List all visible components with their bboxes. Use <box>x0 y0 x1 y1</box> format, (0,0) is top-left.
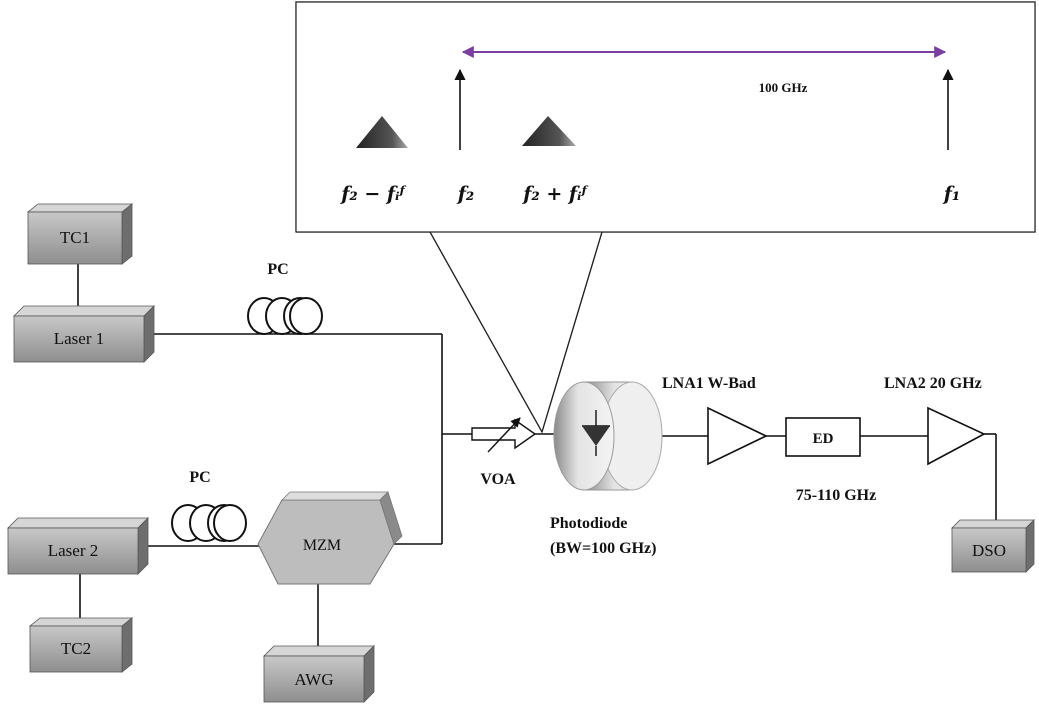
awg-box: AWG <box>263 645 375 703</box>
lna1-amplifier-icon <box>707 406 768 466</box>
photodiode-icon <box>553 381 663 491</box>
ed-label: ED <box>813 431 834 447</box>
label-f2: f₂ <box>456 183 475 205</box>
tc2-box: TC2 <box>28 617 134 673</box>
laser1-label: Laser 1 <box>54 329 105 348</box>
photodiode-bw-label: (BW=100 GHz) <box>550 540 656 557</box>
awg-label: AWG <box>294 670 333 689</box>
tc1-box: TC1 <box>26 203 134 265</box>
pc-bottom-icon <box>171 504 247 542</box>
photodiode-label: Photodiode <box>550 515 627 532</box>
laser1-box: Laser 1 <box>13 305 155 363</box>
inset-pointer-right <box>541 231 603 433</box>
fiber-links <box>77 264 997 648</box>
lna2-amplifier-icon <box>927 406 986 466</box>
tc1-label: TC1 <box>60 228 90 247</box>
freq-spacing-label: 100 GHz <box>759 80 808 95</box>
voa-icon <box>471 417 537 453</box>
inset-rectangle <box>295 1 1036 233</box>
laser2-box: Laser 2 <box>7 517 149 575</box>
mzm-modulator: MZM <box>257 491 403 585</box>
dso-label: DSO <box>972 541 1006 560</box>
spectrum-inset: 100 GHz f₂ − fᵢᶠ f₂ f₂ + fᵢᶠ f₁ <box>295 1 1036 434</box>
ed-box <box>785 417 861 457</box>
mzm-label: MZM <box>303 537 341 554</box>
pc-top-icon <box>247 297 323 335</box>
label-f2-minus-fif: f₂ − fᵢᶠ <box>339 183 406 205</box>
pc-bottom-label: PC <box>189 469 210 486</box>
lna1-label: LNA1 W-Bad <box>662 375 756 392</box>
lower-sideband-icon <box>356 116 408 148</box>
dso-box: DSO <box>951 519 1035 573</box>
upper-sideband-icon <box>522 116 576 146</box>
lna2-label: LNA2 20 GHz <box>884 375 982 392</box>
pc-top-label: PC <box>267 261 288 278</box>
label-f1: f₁ <box>942 183 961 205</box>
tc2-label: TC2 <box>61 639 91 658</box>
voa-label: VOA <box>480 471 516 488</box>
label-f2-plus-fif: f₂ + fᵢᶠ <box>521 183 588 205</box>
laser2-label: Laser 2 <box>48 541 99 560</box>
ed-band-label: 75-110 GHz <box>796 487 876 504</box>
inset-pointer-left <box>429 231 543 433</box>
